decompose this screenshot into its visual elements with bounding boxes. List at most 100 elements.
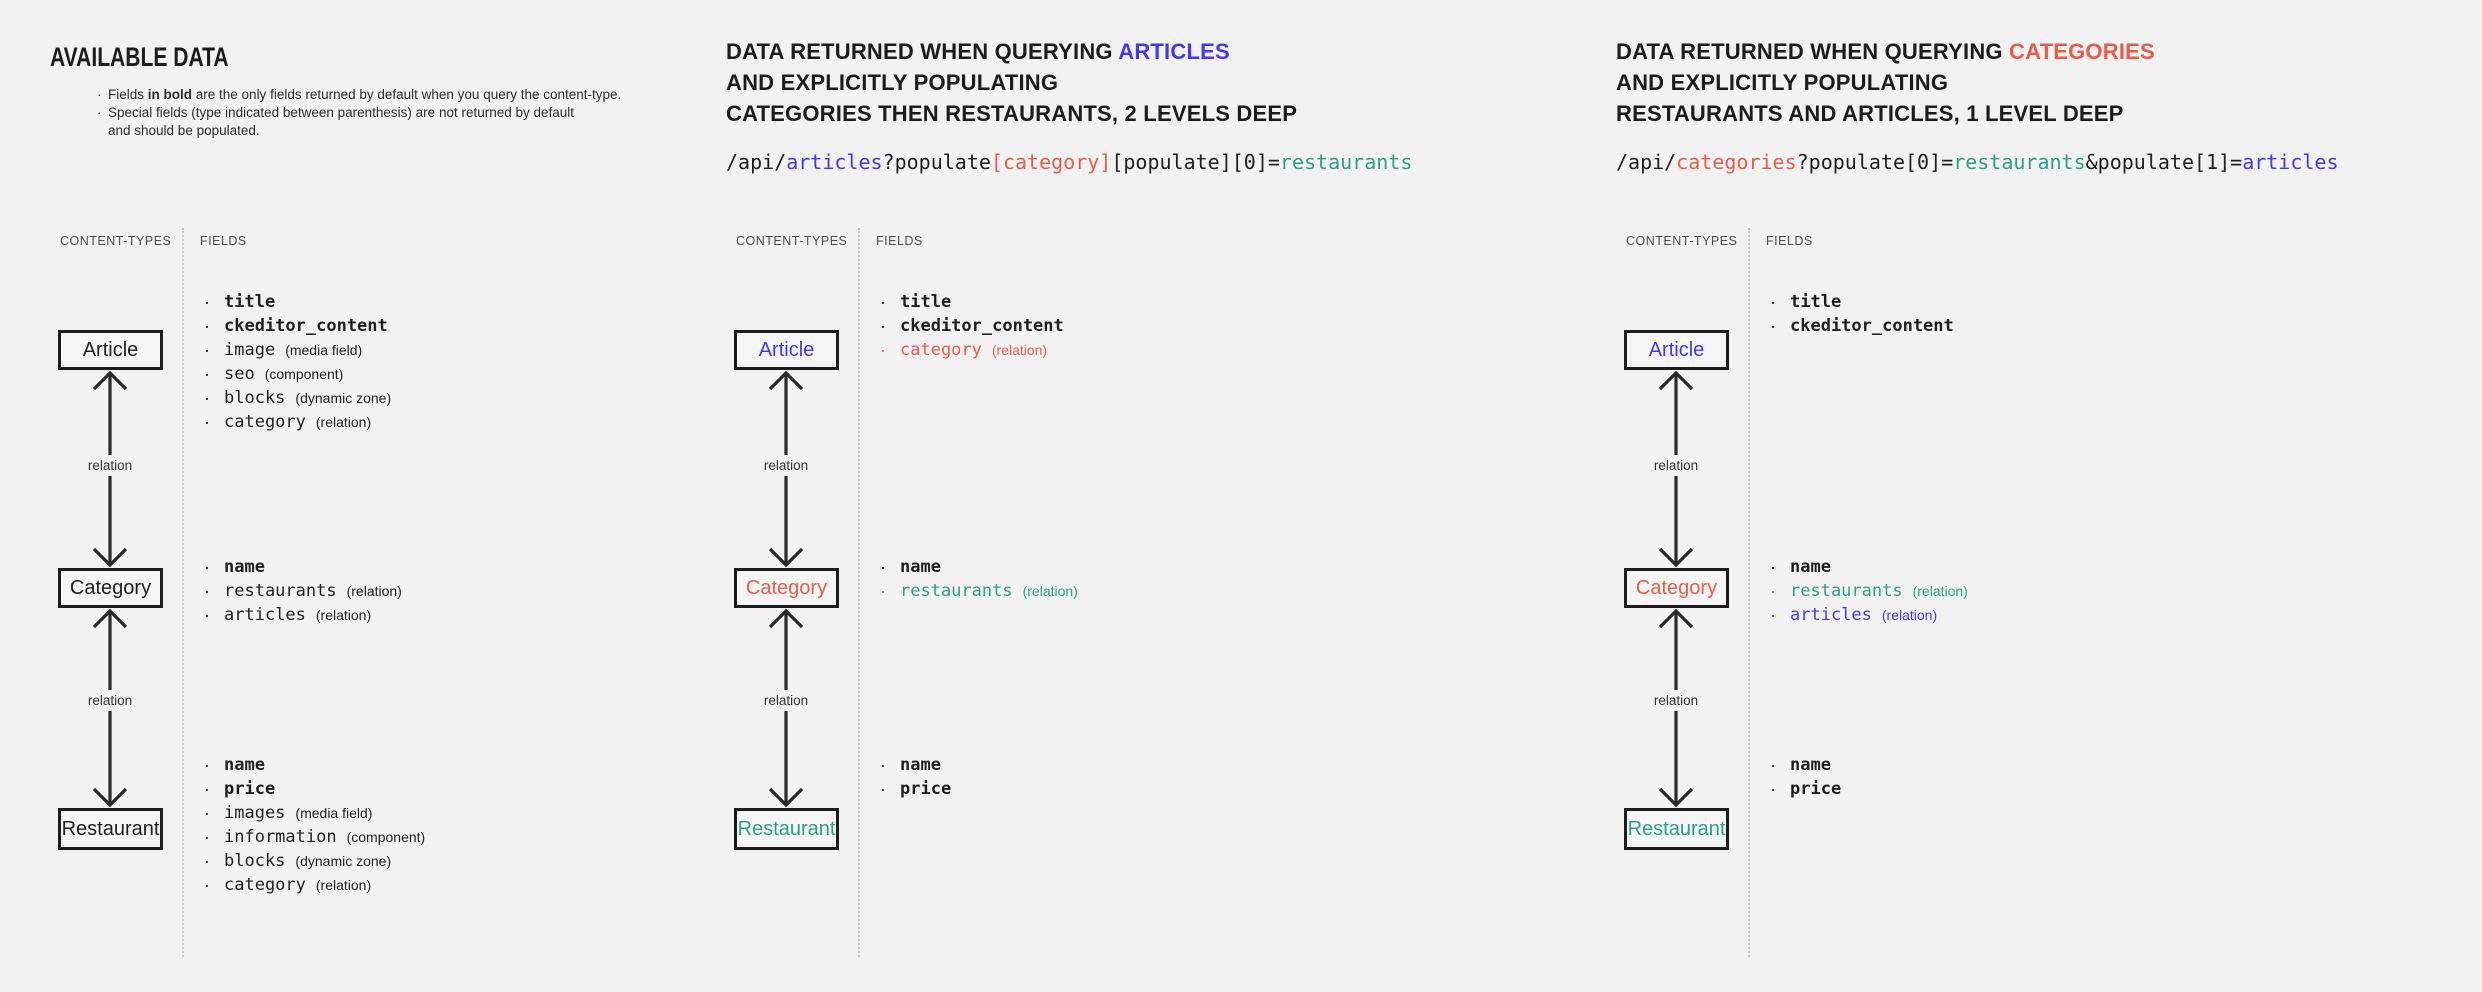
field-item-name: name [202, 753, 682, 777]
field-item-title: title [202, 290, 682, 314]
panel-query-articles: DATA RETURNED WHEN QUERYING ARTICLES AND … [726, 0, 1412, 992]
panel-title: AVAILABLE DATA [50, 42, 229, 72]
heading-segment: ARTICLES [1118, 39, 1230, 64]
panel-heading: DATA RETURNED WHEN QUERYING ARTICLES AND … [726, 36, 1297, 129]
relation-label: relation [760, 455, 812, 476]
heading-line: AND EXPLICITLY POPULATING [1616, 67, 2155, 98]
category-fields-list: namerestaurants(relation)articles(relati… [202, 555, 682, 627]
field-name: ckeditor_content [224, 316, 388, 336]
api-segment: ?populate[0]= [1796, 150, 1954, 174]
content-type-box-article: Article [58, 330, 163, 370]
restaurant-fields-list: nameprice [1768, 753, 2248, 801]
field-name: images [224, 803, 286, 823]
heading-line: RESTAURANTS AND ARTICLES, 1 LEVEL DEEP [1616, 98, 2155, 129]
box-label: Restaurant [1627, 817, 1726, 840]
field-type: (component) [264, 366, 344, 382]
field-type: (component) [346, 829, 426, 845]
relation-label: relation [1650, 455, 1702, 476]
field-item-restaurants: restaurants(relation) [878, 579, 1358, 603]
note-text: Fields [108, 87, 148, 102]
box-label: Article [1648, 338, 1705, 361]
field-name: title [900, 292, 952, 312]
field-type: (media field) [285, 342, 363, 358]
field-name: articles [1790, 605, 1872, 625]
box-label: Category [1635, 576, 1718, 599]
field-name: price [900, 779, 952, 799]
api-segment: [category] [990, 150, 1112, 174]
box-label: Category [745, 576, 828, 599]
field-name: blocks [224, 388, 286, 408]
field-item-name: name [1768, 753, 2248, 777]
field-item-seo: seo(component) [202, 362, 682, 386]
article-fields-list: title ckeditor_contentimage(media field)s… [202, 290, 682, 434]
field-type: (relation) [1881, 607, 1938, 623]
field-name: ckeditor_content [900, 316, 1064, 336]
relation-label: relation [84, 690, 136, 711]
note-bold-text: in bold [147, 87, 193, 102]
field-name: title [224, 292, 276, 312]
field-type: (relation) [1022, 583, 1078, 599]
heading-line: DATA RETURNED WHEN QUERYING ARTICLES [726, 36, 1297, 67]
box-label: Article [758, 338, 815, 361]
field-type: (dynamic zone) [295, 853, 392, 869]
note-item: Fields in bold are the only fields retur… [97, 86, 657, 104]
field-item-name: name [202, 555, 682, 579]
field-name: restaurants [1790, 581, 1903, 601]
field-name: name [900, 557, 941, 577]
content-types-label: CONTENT-TYPES [1626, 234, 1738, 248]
box-label: Article [82, 338, 139, 361]
field-item-image: image(media field) [202, 338, 682, 362]
article-fields-list: titleckeditor_content [1768, 290, 2248, 338]
heading-segment: CATEGORIES THEN RESTAURANTS, 2 LEVELS DE… [726, 101, 1298, 126]
field-name: name [1790, 557, 1831, 577]
field-type: (relation) [315, 877, 372, 893]
panel-available-data: AVAILABLE DATA Fields in bold are the on… [50, 0, 690, 992]
field-item-name: name [1768, 555, 2248, 579]
box-label: Category [69, 576, 152, 599]
note-text: Special fields (type indicated between p… [108, 105, 575, 138]
api-query: /api/categories?populate[0]=restaurants&… [1616, 150, 2339, 174]
field-name: articles [224, 605, 306, 625]
field-name: category [900, 340, 982, 360]
field-name: blocks [224, 851, 286, 871]
content-type-box-article: Article [1624, 330, 1729, 370]
field-type: (relation) [1912, 583, 1968, 599]
api-segment: &populate[1]= [2085, 150, 2243, 174]
heading-segment: CATEGORIES [2009, 39, 2155, 64]
category-fields-list: name restaurants (relation) articles (relati… [1768, 555, 2248, 627]
content-type-box-category: Category [734, 568, 839, 608]
field-item-category: category(relation) [878, 338, 1358, 362]
api-query: /api/articles?populate[category][populat… [726, 150, 1412, 174]
field-item-category: category(relation) [202, 410, 682, 434]
heading-segment: AND EXPLICITLY POPULATING [726, 70, 1059, 95]
field-type: (dynamic zone) [295, 390, 392, 406]
field-item-name: name [878, 555, 1358, 579]
box-label: Restaurant [61, 817, 160, 840]
fields-label: FIELDS [876, 234, 923, 248]
restaurant-fields-list: nameprice images (media field) information (… [202, 753, 682, 897]
api-segment: [populate][0]= [1111, 150, 1280, 174]
note-item: Special fields (type indicated between p… [97, 104, 657, 140]
heading-segment: DATA RETURNED WHEN QUERYING [726, 39, 1119, 64]
field-name: price [224, 779, 276, 799]
field-name: name [224, 557, 265, 577]
content-types-label: CONTENT-TYPES [736, 234, 848, 248]
content-type-box-restaurant: Restaurant [58, 808, 163, 850]
heading-segment: AND EXPLICITLY POPULATING [1616, 70, 1949, 95]
content-type-box-category: Category [58, 568, 163, 608]
field-item-title: title [1768, 290, 2248, 314]
api-segment: articles [786, 150, 883, 174]
fields-label: FIELDS [1766, 234, 1813, 248]
field-item-images: images (media field) [202, 801, 682, 825]
field-type: (media field) [295, 805, 373, 821]
field-item-articles: articles(relation) [202, 603, 682, 627]
field-name: information [224, 827, 337, 847]
field-name: name [1790, 755, 1831, 775]
field-item-name: name [878, 753, 1358, 777]
notes-list: Fields in bold are the only fields retur… [97, 86, 657, 140]
field-item-price: price [1768, 777, 2248, 801]
api-segment: /api/ [726, 150, 787, 174]
field-name: category [224, 412, 306, 432]
content-type-box-restaurant: Restaurant [734, 808, 839, 850]
